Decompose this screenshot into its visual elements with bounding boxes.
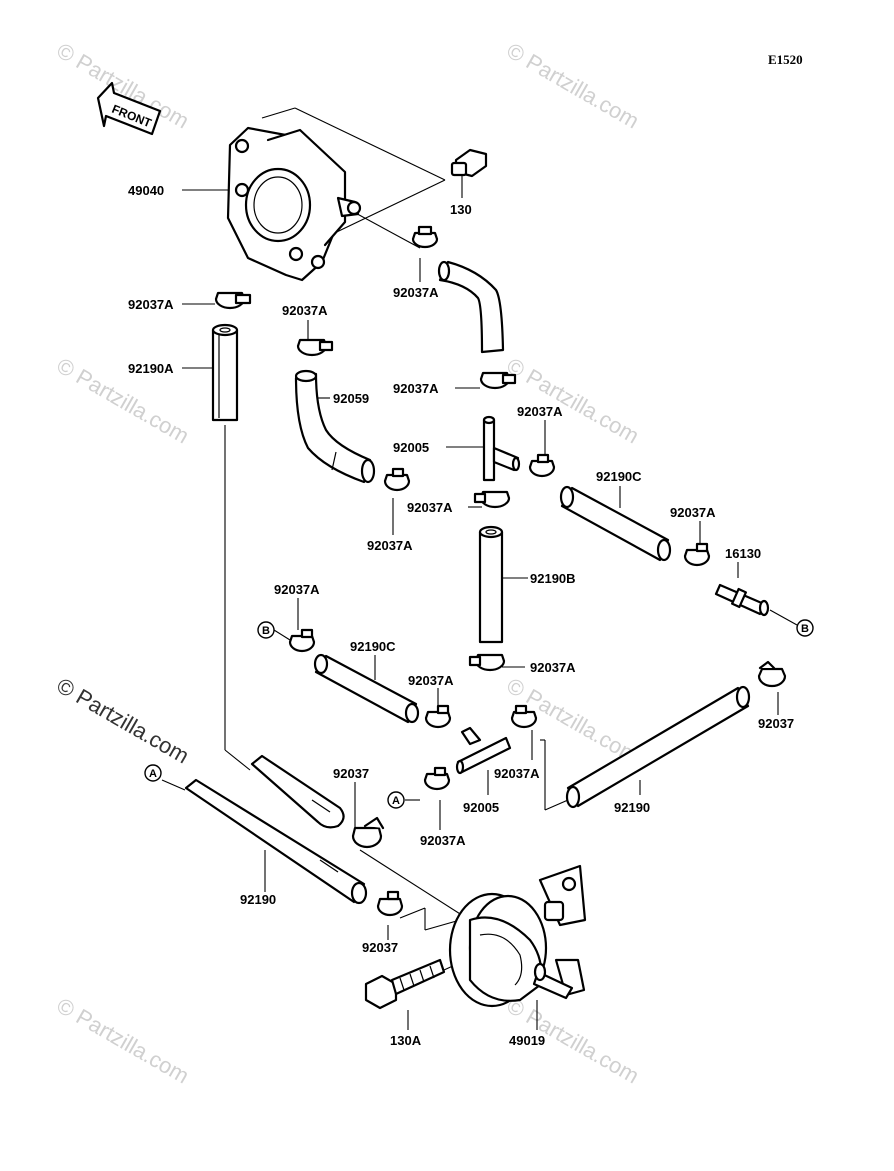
clamps [214, 225, 787, 917]
label-92037a[interactable]: 92037A [494, 766, 540, 781]
part-92190b-hose[interactable] [478, 525, 504, 644]
part-49040[interactable] [226, 126, 362, 282]
part-16130-connector[interactable] [714, 583, 770, 617]
label-92005[interactable]: 92005 [463, 800, 499, 815]
label-49019[interactable]: 49019 [509, 1033, 545, 1048]
clamp-92037a[interactable] [423, 766, 451, 791]
part-49019-pump[interactable] [448, 864, 587, 1008]
connector-a-middle[interactable]: A [387, 791, 405, 809]
part-92005-tee[interactable] [482, 415, 521, 482]
label-92059[interactable]: 92059 [333, 391, 369, 406]
connector-b-right[interactable]: B [769, 609, 814, 637]
part-92190a-hose[interactable] [211, 323, 239, 422]
part-92190c-hose[interactable] [313, 653, 420, 724]
label-92037a[interactable]: 92037A [393, 285, 439, 300]
part-92190-hose[interactable] [184, 778, 368, 905]
connector-a-left[interactable]: A [144, 764, 162, 782]
diagram-code: E1520 [768, 52, 803, 67]
label-92190a[interactable]: 92190A [128, 361, 174, 376]
part-92190-hose[interactable] [565, 685, 751, 809]
clamp-92037a[interactable] [411, 225, 439, 249]
svg-text:A: A [392, 795, 400, 807]
label-92037[interactable]: 92037 [362, 940, 398, 955]
clamp-92037a[interactable] [683, 542, 711, 567]
part-92005-tee[interactable] [455, 726, 512, 775]
label-130a[interactable]: 130A [390, 1033, 422, 1048]
label-92190b[interactable]: 92190B [530, 571, 576, 586]
clamp-92037a[interactable] [383, 467, 411, 492]
label-92037a[interactable]: 92037A [274, 582, 320, 597]
watermark: © Partzilla.com [53, 993, 194, 1089]
clamp-92037[interactable] [376, 890, 404, 917]
label-92037a[interactable]: 92037A [420, 833, 466, 848]
label-92005[interactable]: 92005 [393, 440, 429, 455]
clamp-92037a[interactable] [510, 704, 538, 729]
part-92059-hose[interactable] [294, 369, 376, 484]
clamp-92037a[interactable] [296, 338, 334, 357]
clamp-92037a[interactable] [528, 453, 556, 478]
label-49040[interactable]: 49040 [128, 183, 164, 198]
label-92037[interactable]: 92037 [758, 716, 794, 731]
clamp-92037a[interactable] [468, 653, 506, 672]
hose-curved-upper[interactable] [437, 260, 505, 354]
connector-b-left[interactable]: B [257, 621, 291, 641]
clamp-92037a[interactable] [479, 371, 517, 390]
clamp-92037a[interactable] [288, 628, 316, 653]
label-92190[interactable]: 92190 [240, 892, 276, 907]
label-92037a[interactable]: 92037A [530, 660, 576, 675]
label-92037a[interactable]: 92037A [282, 303, 328, 318]
watermark: © Partzilla.com [503, 38, 644, 134]
svg-text:A: A [149, 768, 157, 780]
label-92037a[interactable]: 92037A [128, 297, 174, 312]
label-92037a[interactable]: 92037A [408, 673, 454, 688]
label-92190c[interactable]: 92190C [596, 469, 642, 484]
part-92190a-lower[interactable] [250, 754, 345, 829]
part-labels: 49040 130 92037A 92037A 92037A 92190A 92… [128, 183, 794, 1048]
clamp-92037[interactable] [757, 660, 787, 688]
label-92037a[interactable]: 92037A [367, 538, 413, 553]
label-92037a[interactable]: 92037A [393, 381, 439, 396]
label-92037a[interactable]: 92037A [407, 500, 453, 515]
label-92037[interactable]: 92037 [333, 766, 369, 781]
label-130[interactable]: 130 [450, 202, 472, 217]
clamp-92037a[interactable] [473, 490, 511, 509]
label-92190[interactable]: 92190 [614, 800, 650, 815]
watermark-prominent: © Partzilla.com [53, 673, 194, 769]
clamp-92037[interactable] [351, 816, 385, 849]
label-92037a[interactable]: 92037A [670, 505, 716, 520]
connectors: B B A A [144, 609, 814, 809]
svg-text:B: B [262, 625, 270, 637]
label-16130[interactable]: 16130 [725, 546, 761, 561]
part-92190c-hose[interactable] [559, 485, 672, 562]
part-130-bolt[interactable] [450, 148, 488, 178]
watermark: © Partzilla.com [503, 353, 644, 449]
label-92037a[interactable]: 92037A [517, 404, 563, 419]
clamp-92037a[interactable] [214, 291, 252, 310]
label-92190c[interactable]: 92190C [350, 639, 396, 654]
svg-text:B: B [801, 623, 809, 635]
part-130a-bolt[interactable] [364, 958, 446, 1010]
clamp-92037a[interactable] [424, 704, 452, 729]
